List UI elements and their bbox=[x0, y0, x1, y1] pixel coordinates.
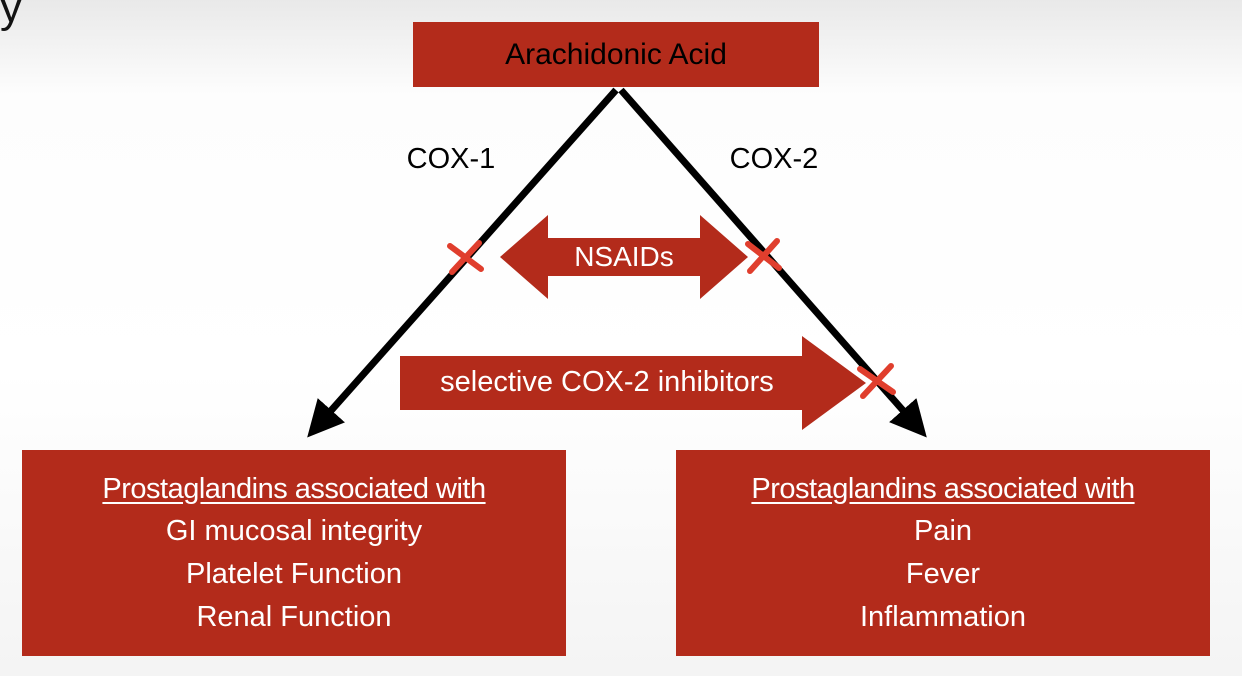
selective-cox2-arrow-label: selective COX-2 inhibitors bbox=[440, 366, 774, 398]
cox1-box-item: Platelet Function bbox=[185, 558, 402, 590]
cox1-label: COX-1 bbox=[406, 143, 496, 175]
arachidonic-acid-box: Arachidonic Acid bbox=[413, 22, 819, 87]
cox2-prostaglandins-box: Prostaglandins associated with Pain Feve… bbox=[676, 450, 1210, 656]
x-mark-cox1-inhibition bbox=[447, 240, 484, 275]
cox1-box-item: GI mucosal integrity bbox=[165, 515, 423, 548]
cox2-box-item: Fever bbox=[905, 558, 981, 590]
cox1-prostaglandins-box: Prostaglandins associated with GI mucosa… bbox=[22, 450, 566, 656]
nsaids-arrow-label: NSAIDs bbox=[574, 241, 674, 272]
cox1-box-heading: Prostaglandins associated with bbox=[102, 472, 486, 505]
x-mark-cox2-inhibition-selective bbox=[857, 363, 896, 399]
cox2-box-item: Inflammation bbox=[859, 600, 1026, 633]
cox1-box-item: Renal Function bbox=[196, 600, 392, 633]
cox2-box-heading: Prostaglandins associated with bbox=[751, 472, 1135, 505]
cropped-title-letter: y bbox=[0, 0, 22, 32]
x-mark-cox2-inhibition-nsaids bbox=[745, 238, 782, 274]
cox2-label: COX-2 bbox=[729, 143, 819, 175]
cox2-box-item: Pain bbox=[913, 515, 973, 548]
